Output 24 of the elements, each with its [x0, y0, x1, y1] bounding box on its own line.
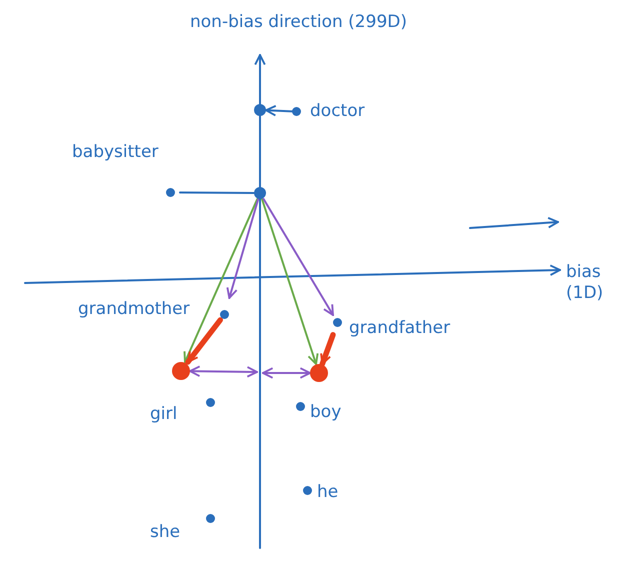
arrow	[226, 198, 260, 299]
arrow	[262, 367, 311, 379]
arrow	[184, 198, 258, 363]
word-label: she	[150, 522, 180, 542]
word-label: grandmother	[78, 299, 190, 319]
word-label: babysitter	[72, 142, 158, 162]
word-label: grandfather	[349, 318, 450, 338]
arrow	[185, 317, 224, 365]
word-label: boy	[310, 402, 342, 422]
word-label: girl	[150, 404, 178, 424]
connector-line	[179, 192, 255, 194]
axis-title: bias (1D)	[566, 262, 604, 304]
arrow	[320, 332, 336, 367]
arrow	[262, 198, 334, 316]
word-label: doctor	[310, 101, 365, 121]
axis-point	[254, 187, 266, 199]
axis-title: non-bias direction (299D)	[190, 12, 408, 33]
arrow	[189, 365, 258, 378]
projected-point	[310, 364, 328, 382]
arrow	[260, 198, 319, 365]
axis-point	[254, 104, 266, 116]
arrow	[265, 104, 293, 116]
projected-point	[172, 362, 190, 380]
word-label: he	[317, 482, 338, 502]
